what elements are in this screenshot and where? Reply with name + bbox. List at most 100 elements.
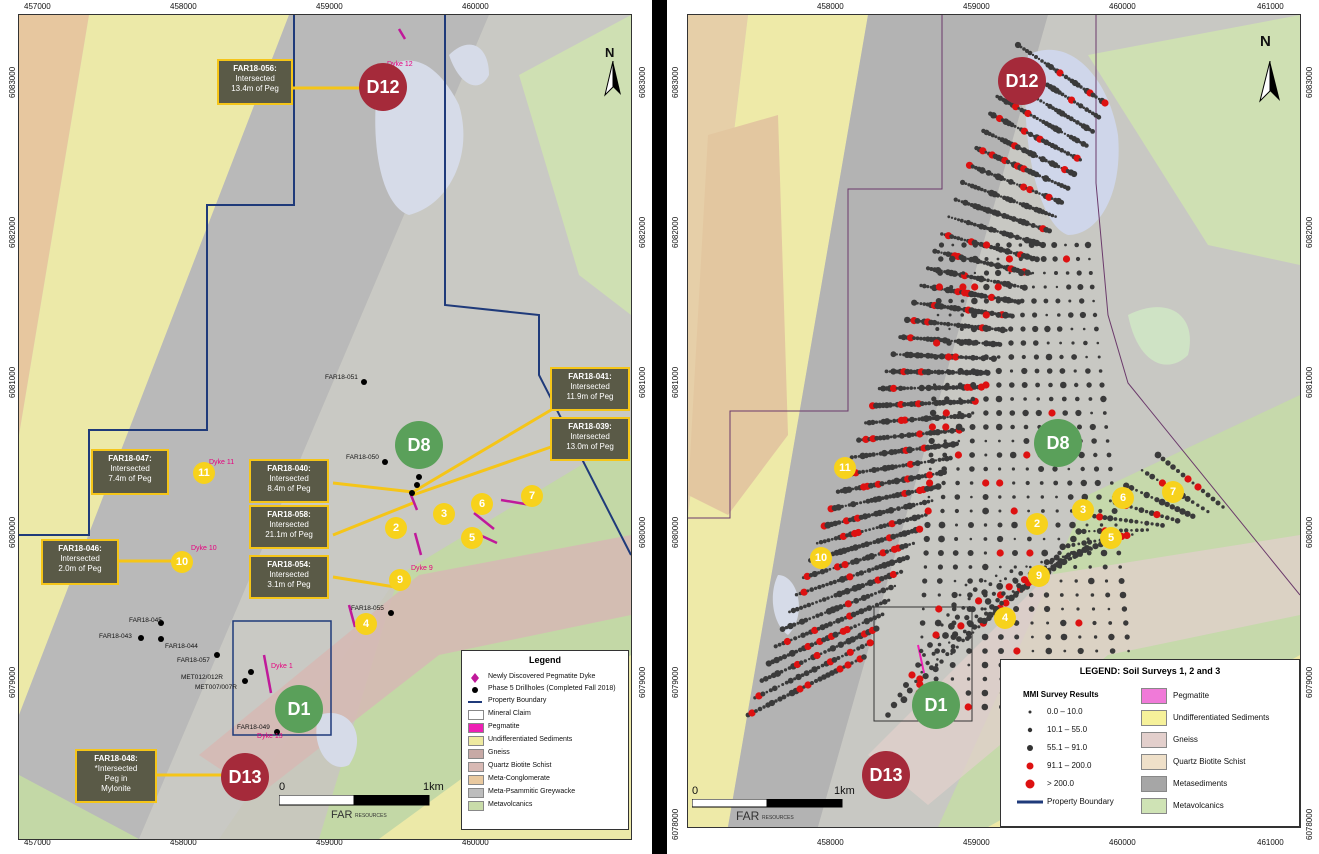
left-map-panel: 457000 458000 459000 460000 457000 45800… — [0, 0, 652, 854]
x-tick: 461000 — [1257, 2, 1284, 11]
geo-item: Gneiss — [1173, 735, 1198, 744]
x-tick: 459000 — [316, 838, 343, 847]
drillhole-label: FAR18-049 — [237, 724, 270, 731]
y-tick: 6081000 — [671, 366, 680, 398]
logo-sub: RESOURCES — [355, 813, 387, 819]
x-tick: 458000 — [170, 838, 197, 847]
legend-item: Mineral Claim — [488, 710, 531, 717]
legend-item: Meta-Psammitic Greywacke — [488, 788, 576, 795]
legend-title: Legend — [528, 655, 561, 665]
north-label: N — [1260, 33, 1271, 50]
mmi-dot-icon — [1027, 727, 1033, 733]
legend-swatch — [1141, 732, 1167, 748]
legend-swatch — [468, 736, 484, 746]
dyke-marker: 6 — [1112, 487, 1134, 509]
mmi-item: 10.1 – 55.0 — [1047, 725, 1088, 734]
scale-end: 1km — [834, 785, 855, 797]
drillhole-label: FAR18-045 — [129, 617, 162, 624]
x-tick: 458000 — [817, 2, 844, 11]
legend-item: Gneiss — [488, 749, 510, 756]
callout-far18-040: FAR18-040: Intersected 8.4m of Peg — [249, 459, 329, 503]
legend-item: Pegmatite — [488, 723, 520, 730]
dyke-label: Dyke 1 — [271, 663, 293, 670]
dyke-marker: 10 — [810, 547, 832, 569]
x-tick: 460000 — [462, 2, 489, 11]
y-tick: 6082000 — [671, 216, 680, 248]
left-legend: Legend Newly Discovered Pegmatite Dyke P… — [461, 650, 629, 830]
mmi-dot-icon — [1026, 762, 1034, 770]
x-tick: 460000 — [1109, 838, 1136, 847]
dyke-label: Dyke 10 — [191, 545, 217, 552]
mmi-dot-icon — [1027, 745, 1033, 751]
legend-swatch — [468, 788, 484, 798]
y-tick: 6081000 — [8, 366, 17, 398]
dyke-label: Dyke 11 — [209, 459, 235, 466]
legend-swatch — [1141, 798, 1167, 814]
scale-start: 0 — [279, 781, 286, 793]
north-label: N — [605, 45, 615, 60]
mmi-item: 55.1 – 91.0 — [1047, 743, 1088, 752]
legend-item: Undifferentiated Sediments — [488, 736, 573, 743]
dyke-marker: 2 — [385, 517, 407, 539]
callout-far18-054: FAR18-054: Intersected 3.1m of Peg — [249, 555, 329, 599]
y-tick: 6080000 — [8, 516, 17, 548]
dyke-marker: 4 — [994, 607, 1016, 629]
mmi-item: 0.0 – 10.0 — [1047, 707, 1083, 716]
geo-item: Metasediments — [1173, 779, 1228, 788]
dyke-marker: 3 — [1072, 499, 1094, 521]
x-tick: 458000 — [817, 838, 844, 847]
drillhole-label: FAR18-050 — [346, 454, 379, 461]
y-tick: 6083000 — [1305, 66, 1314, 98]
dyke-marker: 5 — [1100, 527, 1122, 549]
legend-swatch — [1141, 754, 1167, 770]
y-tick: 6080000 — [1305, 516, 1314, 548]
geo-item: Undifferentiated Sediments — [1173, 713, 1270, 722]
callout-far18-058: FAR18-058: Intersected 21.1m of Peg — [249, 505, 329, 549]
legend-swatch — [468, 710, 484, 720]
soil-survey-dots — [745, 41, 1225, 718]
zone-d1: D1 — [275, 685, 323, 733]
legend-swatch — [468, 762, 484, 772]
boundary-label: Property Boundary — [1047, 797, 1114, 806]
y-tick: 6079000 — [638, 666, 647, 698]
drillhole-dots — [138, 379, 422, 735]
y-tick: 6082000 — [8, 216, 17, 248]
x-tick: 458000 — [170, 2, 197, 11]
legend-title: LEGEND: Soil Surveys 1, 2 and 3 — [1079, 666, 1221, 676]
north-arrow-icon — [1259, 61, 1280, 103]
legend-item: Metavolcanics — [488, 801, 533, 808]
dyke-icon — [471, 673, 479, 683]
callout-far18-047: FAR18-047: Intersected 7.4m of Peg — [91, 449, 169, 495]
mmi-dot-icon — [1028, 710, 1032, 714]
y-tick: 6080000 — [638, 516, 647, 548]
legend-item: Property Boundary — [488, 697, 547, 704]
drillhole-label: MET007/007R — [195, 684, 237, 691]
scale-bar — [692, 799, 843, 808]
x-tick: 457000 — [24, 838, 51, 847]
dyke-marker: 6 — [471, 493, 493, 515]
right-map-panel: 458000 459000 460000 461000 458000 45900… — [667, 0, 1319, 854]
geo-item: Quartz Biotite Schist — [1173, 757, 1246, 766]
dyke-label: Dyke 9 — [411, 565, 433, 572]
scale-bar — [279, 795, 430, 806]
y-tick: 6083000 — [8, 66, 17, 98]
dyke-marker: 10 — [171, 551, 193, 573]
legend-item: Phase 5 Drillholes (Completed Fall 2018) — [488, 685, 616, 692]
y-tick: 6079000 — [671, 666, 680, 698]
y-tick: 6079000 — [8, 666, 17, 698]
drillhole-icon — [472, 687, 478, 693]
y-tick: 6081000 — [638, 366, 647, 398]
legend-swatch — [468, 723, 484, 733]
y-tick: 6081000 — [1305, 366, 1314, 398]
zone-d8: D8 — [395, 421, 443, 469]
drillhole-label: MET012/012R — [181, 674, 223, 681]
logo: FAR — [736, 809, 760, 823]
boundary-line-icon — [468, 701, 482, 703]
dyke-label: Dyke 12 — [387, 61, 413, 68]
dyke-marker: 4 — [355, 613, 377, 635]
zone-d12: D12 — [359, 63, 407, 111]
x-tick: 457000 — [24, 2, 51, 11]
legend-item: Quartz Biotite Schist — [488, 762, 552, 769]
scale-start: 0 — [692, 785, 699, 797]
legend-swatch — [1141, 688, 1167, 704]
